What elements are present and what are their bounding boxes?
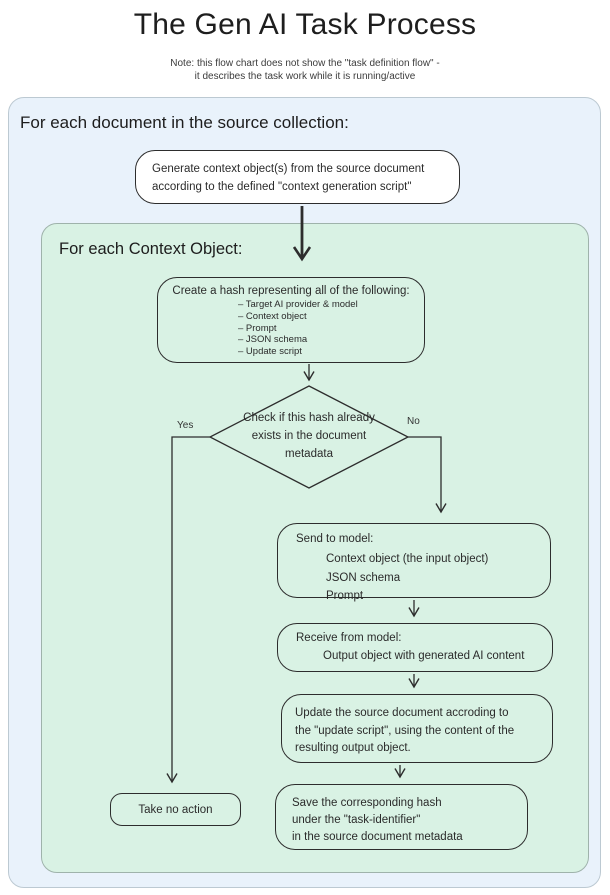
create-hash-node: Create a hash representing all of the fo… (157, 277, 425, 363)
receive-from-model-node: Receive from model: Output object with g… (277, 623, 553, 672)
hash-item: – Prompt (238, 322, 277, 334)
branch-label-yes: Yes (177, 420, 194, 431)
generate-context-line-2: according to the defined "context genera… (152, 181, 412, 193)
send-title: Send to model: (296, 533, 374, 545)
update-line-3: resulting output object. (295, 742, 411, 754)
branch-label-no: No (407, 416, 420, 427)
hash-item: – Update script (238, 346, 302, 358)
receive-item: Output object with generated AI content (323, 650, 525, 662)
save-line-3: in the source document metadata (292, 831, 463, 843)
send-item-list: Context object (the input object) JSON s… (326, 550, 550, 606)
note-line-1: Note: this flow chart does not show the … (170, 58, 440, 69)
save-line-2: under the "task-identifier" (292, 814, 421, 826)
save-line-1: Save the corresponding hash (292, 797, 442, 809)
hash-item: – Context object (238, 310, 307, 322)
note-line-2: it describes the task work while it is r… (194, 71, 416, 82)
decision-node-text: Check if this hash already exists in the… (209, 409, 409, 463)
page-title: The Gen AI Task Process (133, 8, 477, 41)
generate-context-node: Generate context object(s) from the sour… (135, 150, 460, 204)
inner-loop-label: For each Context Object: (59, 240, 243, 258)
receive-title: Receive from model: (296, 632, 402, 644)
save-hash-node: Save the corresponding hash under the "t… (275, 784, 528, 850)
decision-line-2: exists in the document (251, 430, 367, 442)
send-item: JSON schema (326, 571, 401, 584)
inner-loop-container (41, 223, 589, 873)
hash-item: – JSON schema (238, 334, 308, 346)
send-item: Context object (the input object) (326, 553, 489, 565)
send-to-model-node: Send to model: Context object (the input… (277, 523, 551, 602)
take-no-action-label: Take no action (138, 803, 213, 816)
receive-item-list: Output object with generated AI content (323, 647, 552, 665)
send-item: Prompt (326, 590, 364, 602)
update-line-1: Update the source document accroding to (295, 707, 509, 719)
update-document-node: Update the source document accroding to … (281, 694, 553, 763)
generate-context-line-1: Generate context object(s) from the sour… (152, 163, 425, 175)
decision-line-1: Check if this hash already (243, 412, 375, 424)
take-no-action-node: Take no action (110, 793, 241, 826)
update-line-2: the "update script", using the content o… (295, 724, 515, 737)
hash-item: – Target AI provider & model (238, 299, 358, 310)
decision-line-3: metadata (285, 448, 333, 460)
create-hash-title: Create a hash representing all of the fo… (172, 285, 410, 297)
create-hash-list: – Target AI provider & model – Context o… (238, 299, 424, 358)
outer-loop-label: For each document in the source collecti… (20, 113, 349, 132)
